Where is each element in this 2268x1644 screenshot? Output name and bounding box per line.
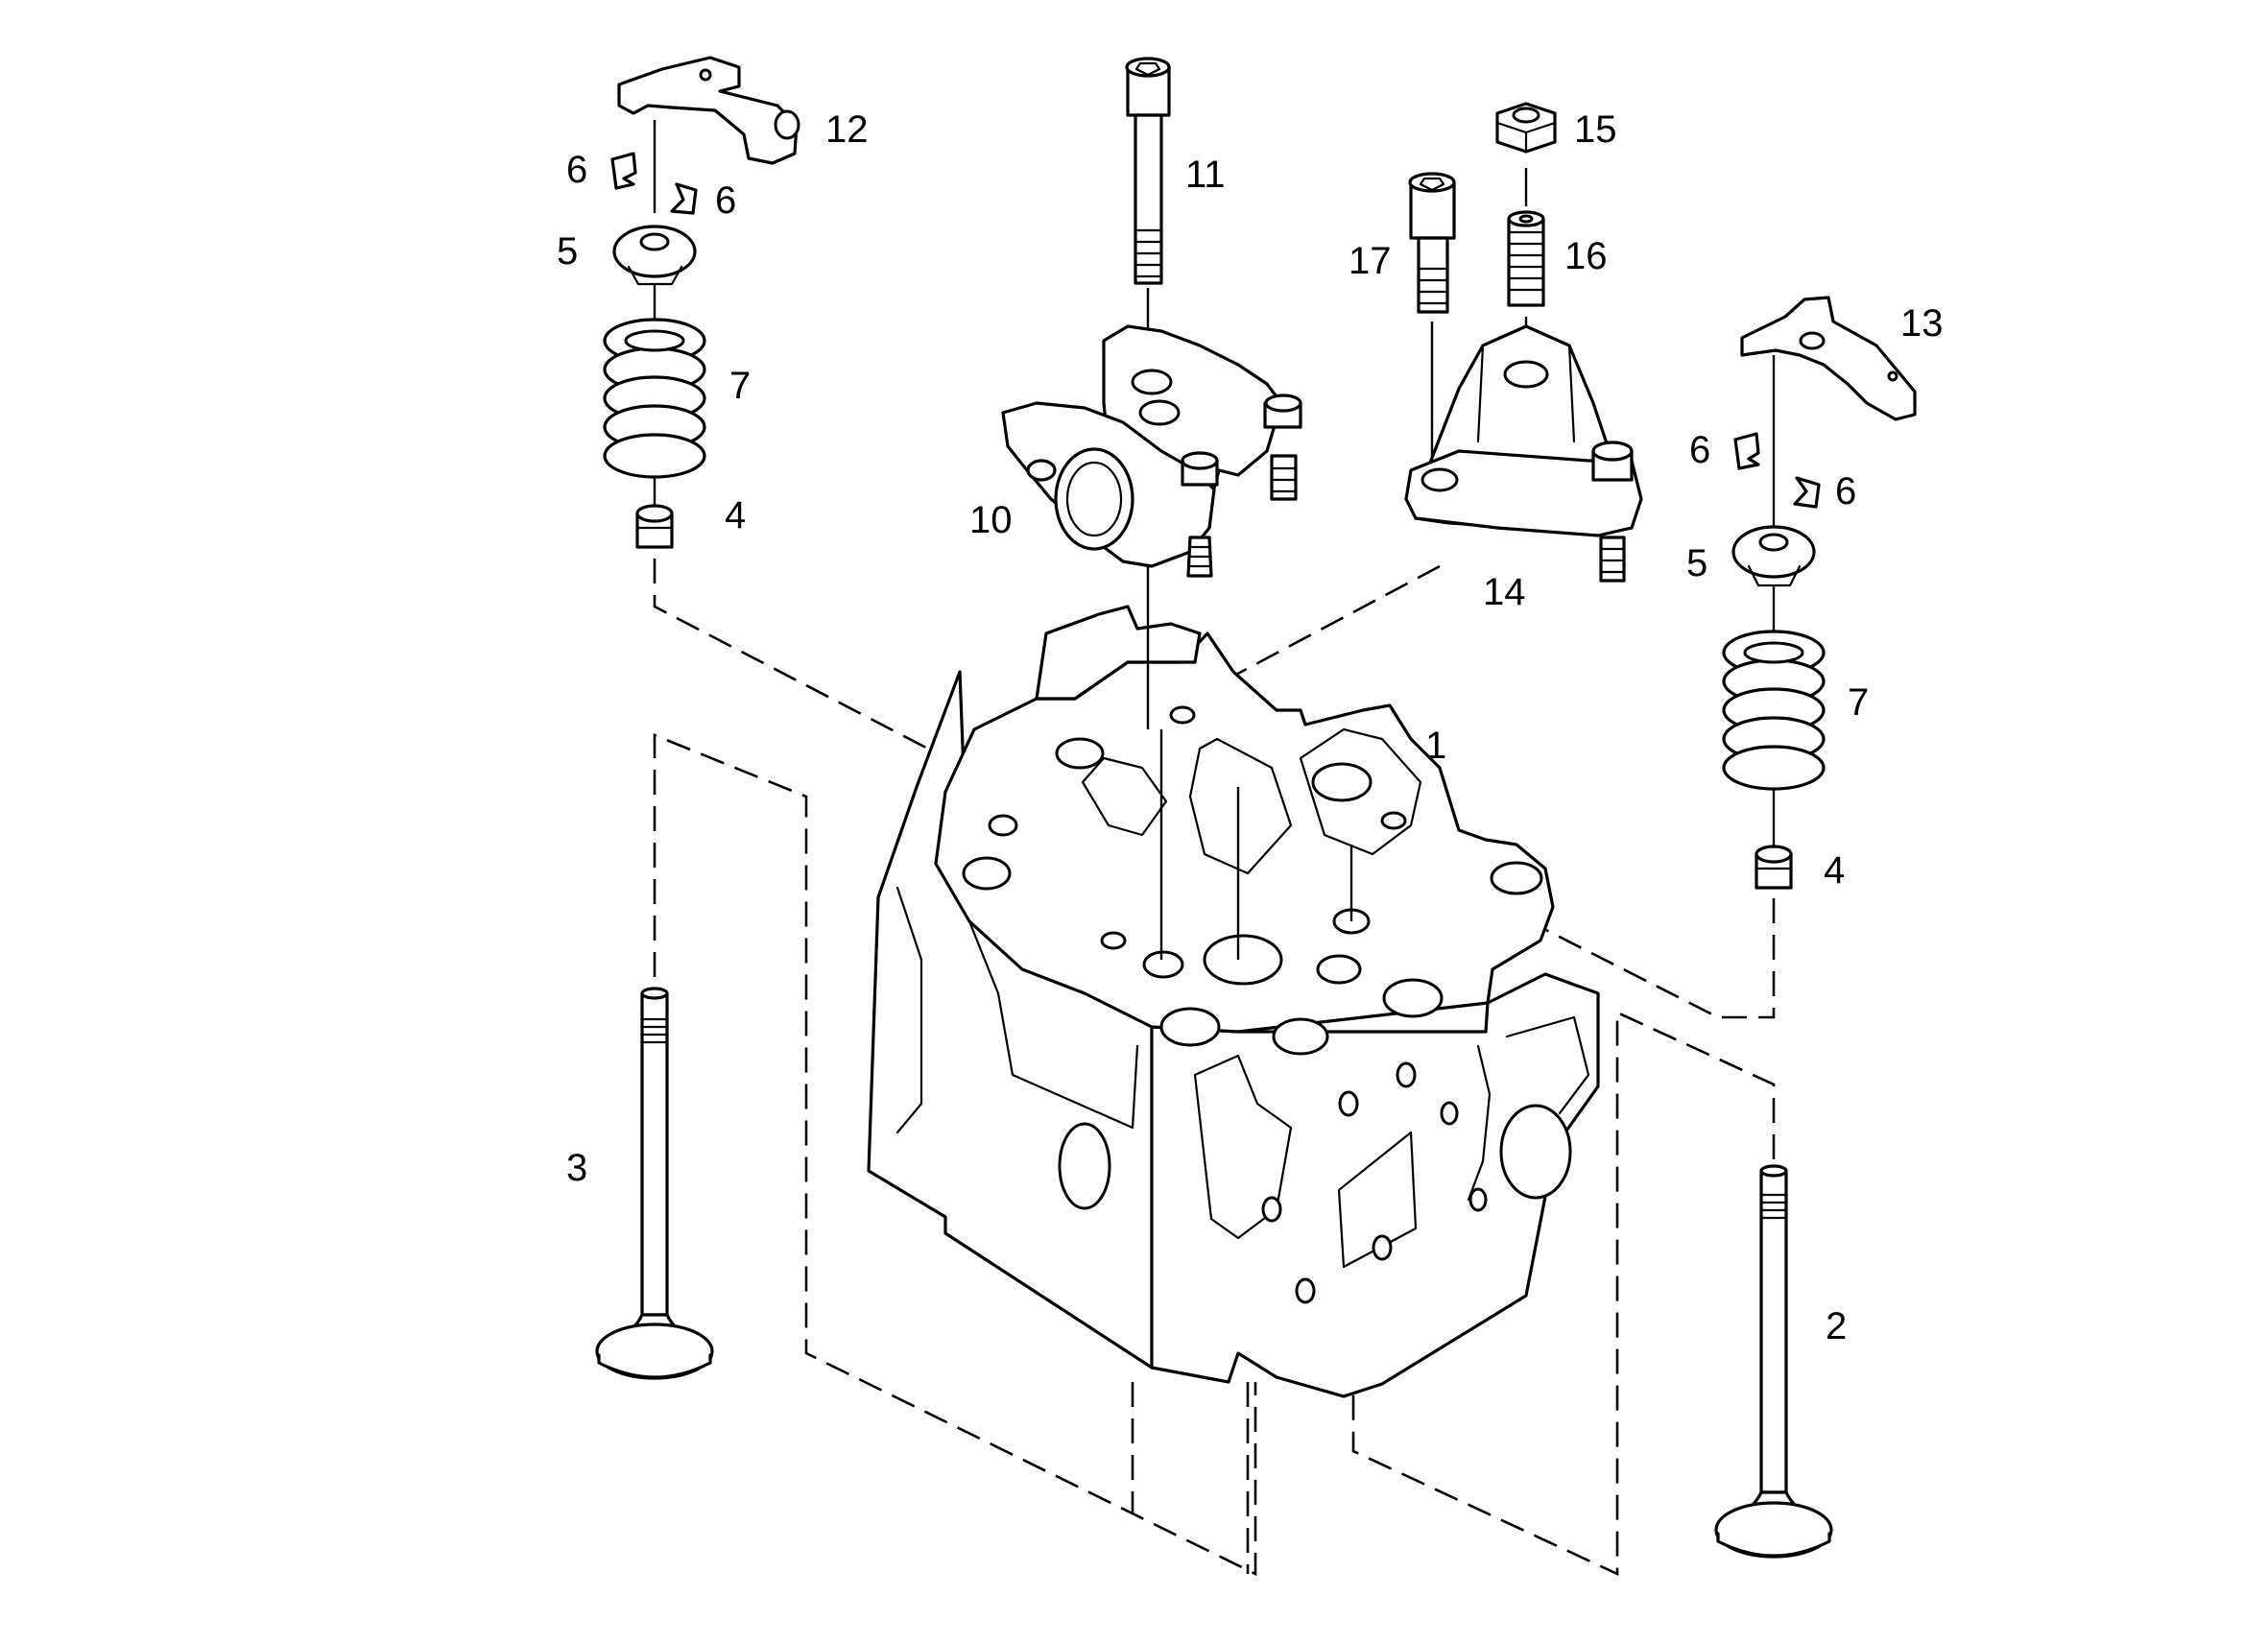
leader-rocker-support: [1141, 564, 1441, 727]
head-face-hole: [1338, 1090, 1359, 1117]
valve-spring-7-left: [603, 318, 706, 479]
head-side-edge: [895, 886, 923, 1134]
callout-12: 12: [825, 108, 869, 151]
spring-retainer-5-right: [1731, 525, 1816, 579]
bridge-screw-hole: [774, 109, 800, 140]
callout-14: 14: [1483, 571, 1526, 613]
valve-keeper-6-right-a: [1733, 432, 1760, 470]
head-face-hole: [1372, 1234, 1393, 1261]
seal-top: [1755, 845, 1793, 864]
callout-3: 3: [566, 1147, 587, 1189]
head-face-hole: [1295, 1277, 1316, 1304]
head-small-hole: [1100, 931, 1127, 950]
valve-spring-7-right: [1722, 630, 1826, 791]
callout-5: 5: [1686, 542, 1707, 584]
valve-2: [1714, 1164, 1833, 1559]
callout-5: 5: [557, 230, 578, 273]
head-pushrod-hole: [1142, 950, 1184, 979]
head-end-boss: [1505, 1015, 1590, 1115]
leader-left-valve-stack: [653, 559, 1215, 899]
head-bolt-hole: [1272, 1017, 1329, 1056]
callout-10: 10: [969, 499, 1013, 541]
head-injector-bore: [1203, 934, 1283, 986]
cylinder-head: [867, 605, 1600, 1398]
callout-15: 15: [1574, 108, 1617, 151]
callout-4: 4: [1824, 849, 1845, 892]
head-bolt-hole: [1159, 1007, 1221, 1047]
rocker-shaft-bore-top: [1131, 369, 1173, 395]
head-side-port: [1058, 1122, 1111, 1210]
head-front-port-window: [1337, 1131, 1418, 1269]
leader-valve-2: [1351, 1010, 1776, 1577]
retainer-bore: [639, 232, 670, 251]
bridge-oil-hole: [1799, 331, 1826, 350]
head-rib-left: [1081, 756, 1168, 837]
spring-retainer-5-left: [612, 225, 697, 278]
head-side-rib: [1467, 1044, 1492, 1202]
head-bolt-hole: [988, 814, 1018, 837]
callout-17: 17: [1349, 240, 1392, 282]
leader-valve-3: [653, 733, 1257, 1577]
callout-6: 6: [1689, 429, 1710, 471]
assembly-leader-lines: [653, 559, 1776, 1577]
bridge-oil-hole: [699, 68, 712, 82]
leader-right-valve-stack: [1396, 852, 1776, 1019]
head-rear-tower: [1035, 605, 1202, 701]
rocker-adjuster-left: [1181, 451, 1219, 578]
rocker-bolt-11: [1125, 57, 1171, 345]
callout-13: 13: [1900, 302, 1944, 345]
valve-keeper-6-left-a: [610, 152, 637, 190]
callout-4: 4: [725, 494, 746, 536]
head-face-hole: [1261, 1196, 1282, 1223]
head-bolt-hole: [1311, 762, 1373, 802]
head-rib-right: [1299, 727, 1422, 856]
head-face-hole: [1468, 1187, 1488, 1212]
head-left-recess: [967, 919, 1139, 1130]
valve-keeper-6-left-b: [670, 182, 698, 215]
head-face-hole: [1396, 1061, 1417, 1088]
left-valve-stack: [603, 56, 800, 549]
seal-top: [635, 504, 674, 523]
head-bolt-hole: [962, 856, 1012, 891]
callout-1: 1: [1425, 725, 1446, 767]
head-small-hole: [1169, 705, 1196, 725]
head-bolt-hole: [1382, 978, 1444, 1018]
rocker-pin-left: [1026, 459, 1057, 482]
head-bolt-hole: [1490, 861, 1543, 895]
valve-keeper-6-right-b: [1793, 476, 1821, 509]
valve-bridge-13: [1740, 296, 1917, 421]
head-small-hole: [1380, 811, 1407, 830]
callout-labels: 12 6 6 5 7 4 11 10 15 17 16 14 13 6 6 5 …: [557, 108, 1944, 1347]
nut-15: [1495, 102, 1557, 206]
retainer-bore: [1758, 533, 1789, 552]
head-valve-pocket: [1188, 737, 1293, 875]
callout-7: 7: [1848, 681, 1869, 724]
rocker-support-14: [1404, 324, 1643, 583]
rocker-arm-assembly-10: [1001, 324, 1302, 729]
right-valve-stack: [1722, 296, 1917, 890]
head-pushrod-hole: [1316, 954, 1362, 985]
valve-bridge-12: [617, 56, 799, 165]
bridge-pin-hole: [1887, 370, 1898, 382]
rocker-adjuster-right: [1263, 393, 1302, 501]
head-face-hole: [1440, 1101, 1459, 1126]
callout-6: 6: [566, 149, 587, 191]
callout-7: 7: [729, 365, 751, 407]
valve-3: [595, 987, 714, 1380]
rocker-shaft-bore: [1138, 399, 1181, 426]
head-top-deck: [934, 631, 1555, 1034]
head-end-port: [1499, 1104, 1572, 1200]
callout-11: 11: [1185, 154, 1226, 196]
head-bolt-hole: [1055, 737, 1105, 770]
callout-6: 6: [1835, 470, 1856, 512]
callout-2: 2: [1826, 1305, 1847, 1347]
bolt-17: [1408, 172, 1456, 465]
callout-6: 6: [715, 179, 736, 222]
callout-16: 16: [1564, 235, 1608, 277]
head-front-casting: [1193, 1054, 1293, 1240]
roller-inner: [1065, 461, 1123, 537]
